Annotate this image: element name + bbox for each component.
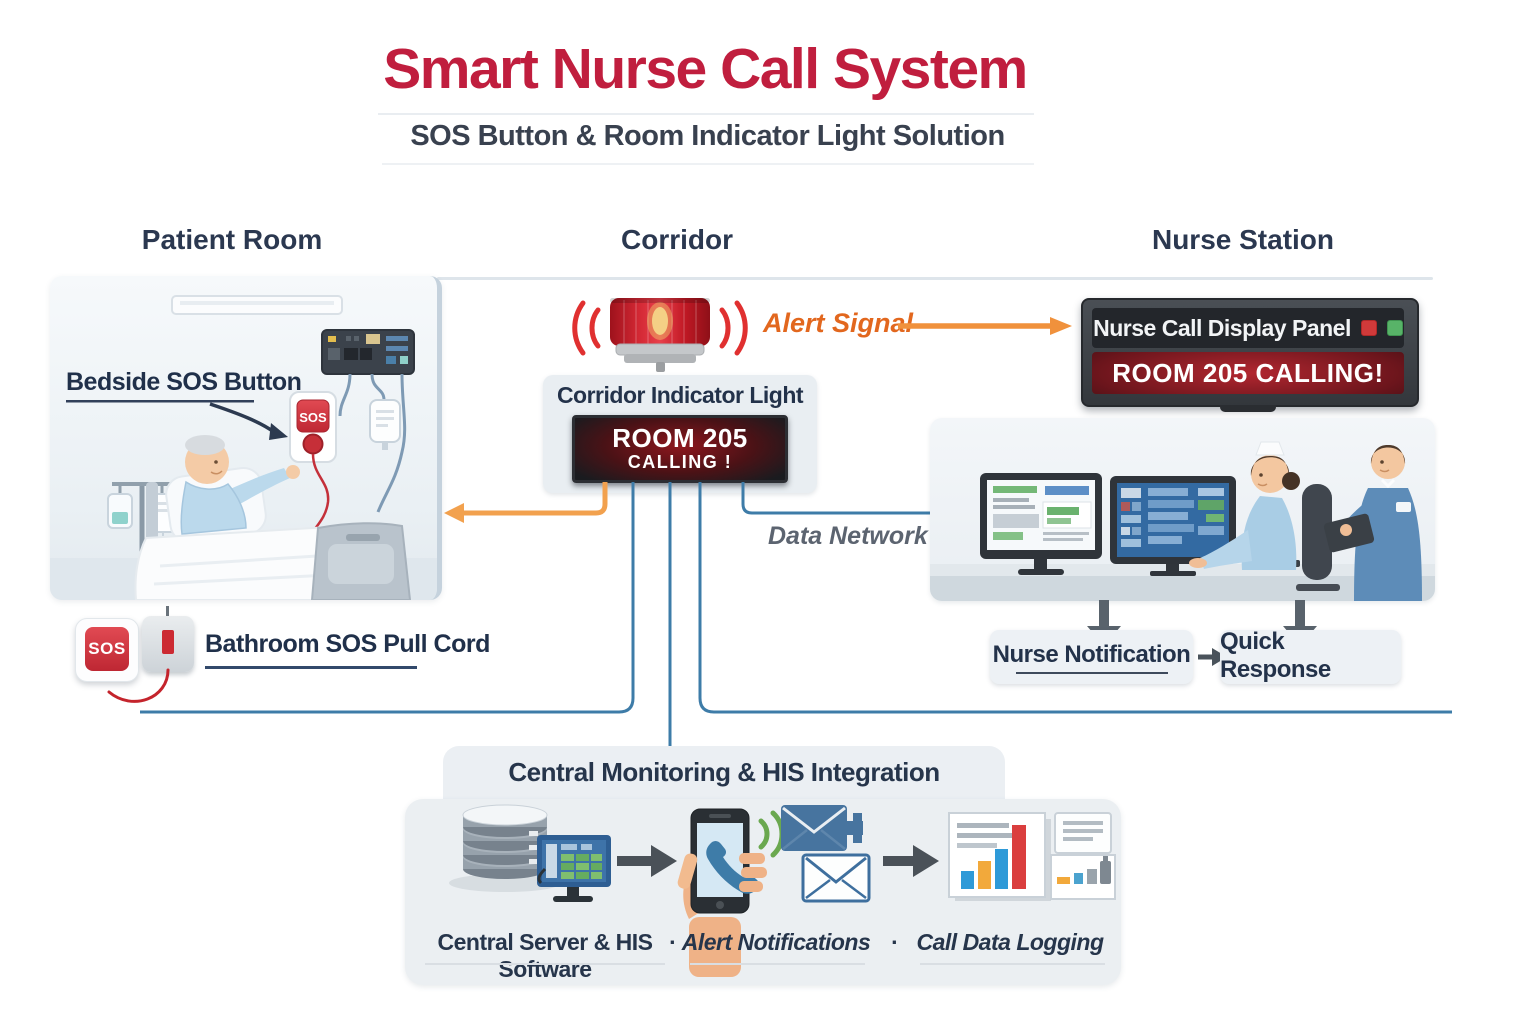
- notification-underline: [1015, 671, 1168, 674]
- nurse-notification-box: Nurse Notification: [990, 630, 1193, 684]
- patient-in-bed: [134, 435, 412, 600]
- heading-nurse-station: Nurse Station: [1151, 224, 1335, 255]
- quick-response-box: Quick Response: [1220, 627, 1401, 684]
- corridor-indicator-title: Corridor Indicator Light: [556, 382, 804, 408]
- sos-text: SOS: [299, 410, 327, 425]
- to-patient-room-arrowhead: [444, 503, 464, 523]
- pull-cord-plate: [142, 606, 194, 672]
- quick-response-label: Quick Response: [1220, 627, 1331, 683]
- seated-nurse: [1189, 441, 1340, 591]
- display-room-number: ROOM 205: [612, 423, 748, 453]
- bathroom-pull-cord-label: Bathroom SOS Pull Cord: [205, 630, 490, 658]
- iv-bag-wall: [369, 399, 401, 450]
- bathroom-sos-button: SOS: [75, 618, 139, 682]
- bathroom-sos-red-face: SOS: [85, 627, 129, 671]
- panel-title-bar: Nurse Call Display Panel: [1092, 308, 1404, 348]
- nurse-station-scene: [930, 418, 1435, 601]
- wall-medical-panel: [321, 329, 415, 375]
- patient-room-panel: Bedside SOS Button SOS: [50, 276, 442, 600]
- ceiling-light: [171, 295, 343, 315]
- panel-title: Nurse Call Display Panel: [1093, 314, 1351, 341]
- page-subtitle: SOS Button & Room Indicator Light Soluti…: [410, 120, 1005, 152]
- alert-signal-label: Alert Signal: [763, 308, 914, 338]
- bedside-label-underline: [66, 400, 254, 403]
- display-calling-text: CALLING !: [627, 452, 733, 473]
- central-monitoring-box: Central Server & HIS Software · Alert No…: [405, 799, 1121, 985]
- flow-arrow-icon: [617, 845, 677, 877]
- central-monitoring-title: Central Monitoring & HIS Integration: [508, 757, 940, 787]
- central-monitoring-header: Central Monitoring & HIS Integration: [443, 746, 1005, 799]
- flow-arrow-icon: [883, 845, 939, 877]
- sound-wave-arcs: [572, 300, 748, 356]
- standing-nurse: [1323, 445, 1422, 601]
- pull-cord-pin: [166, 606, 169, 616]
- green-indicator-icon: [1386, 320, 1403, 336]
- call-data-logging-label: Call Data Logging: [916, 929, 1105, 955]
- title-divider: [378, 113, 1034, 115]
- separator-dot: ·: [891, 929, 899, 955]
- pull-cord-icon: [107, 668, 170, 703]
- monitor-his-list: [980, 473, 1102, 575]
- log-document-icon: [1050, 812, 1116, 900]
- panel-message-display: ROOM 205 CALLING!: [1092, 352, 1404, 394]
- corridor-indicator-display: ROOM 205 CALLING !: [572, 415, 788, 483]
- panel-message: ROOM 205 CALLING!: [1112, 357, 1384, 388]
- database-server-icon: [449, 804, 561, 892]
- monitor-call-dashboard: [1110, 476, 1236, 576]
- heading-patient-room: Patient Room: [141, 224, 323, 255]
- red-indicator-icon: [1360, 320, 1377, 336]
- wall-top-line: [437, 277, 1433, 280]
- label-arrow: [209, 402, 288, 440]
- patient-room-illustration: Bedside SOS Button SOS: [50, 295, 437, 600]
- phone-alert-icon: [677, 808, 767, 977]
- alert-beacon-icon: [572, 298, 748, 372]
- pull-cord-toggle: [162, 630, 174, 654]
- nurse-notification-label: Nurse Notification: [992, 640, 1191, 668]
- panel-stand: [1220, 405, 1276, 412]
- separator-dot: ·: [669, 929, 677, 955]
- central-icons: [449, 804, 1116, 977]
- wall-wires: [338, 373, 407, 513]
- data-network-label: Data Network: [768, 522, 928, 550]
- bathroom-label-underline: [205, 666, 417, 669]
- heading-corridor: Corridor: [621, 224, 733, 255]
- bedside-sos-label: Bedside SOS Button: [66, 368, 301, 396]
- label-underline: [920, 963, 1105, 965]
- page-title: Smart Nurse Call System: [383, 37, 1028, 101]
- alert-signal-arrow: [898, 317, 1072, 335]
- label-underline: [425, 963, 665, 965]
- nurse-call-display-panel: Nurse Call Display Panel ROOM 205 CALLIN…: [1081, 298, 1419, 407]
- right-arrow-icon: [1198, 648, 1227, 666]
- alert-notifications-label: Alert Notifications: [681, 929, 871, 955]
- signal-waves-icon: [758, 810, 785, 858]
- label-underline: [690, 963, 865, 965]
- bedside-sos-button: SOS: [289, 391, 337, 537]
- desk-front: [930, 576, 1435, 601]
- his-monitor-icon: [537, 835, 611, 902]
- subtitle-divider: [382, 163, 1034, 165]
- call-log-report-icon: [948, 812, 1051, 901]
- nurse-station-illustration: [930, 441, 1435, 601]
- central-server-label: Central Server & HIS Software: [437, 929, 653, 982]
- corridor-indicator-box: Corridor Indicator Light ROOM 205 CALLIN…: [543, 375, 817, 493]
- email-alert-icon: [781, 805, 871, 903]
